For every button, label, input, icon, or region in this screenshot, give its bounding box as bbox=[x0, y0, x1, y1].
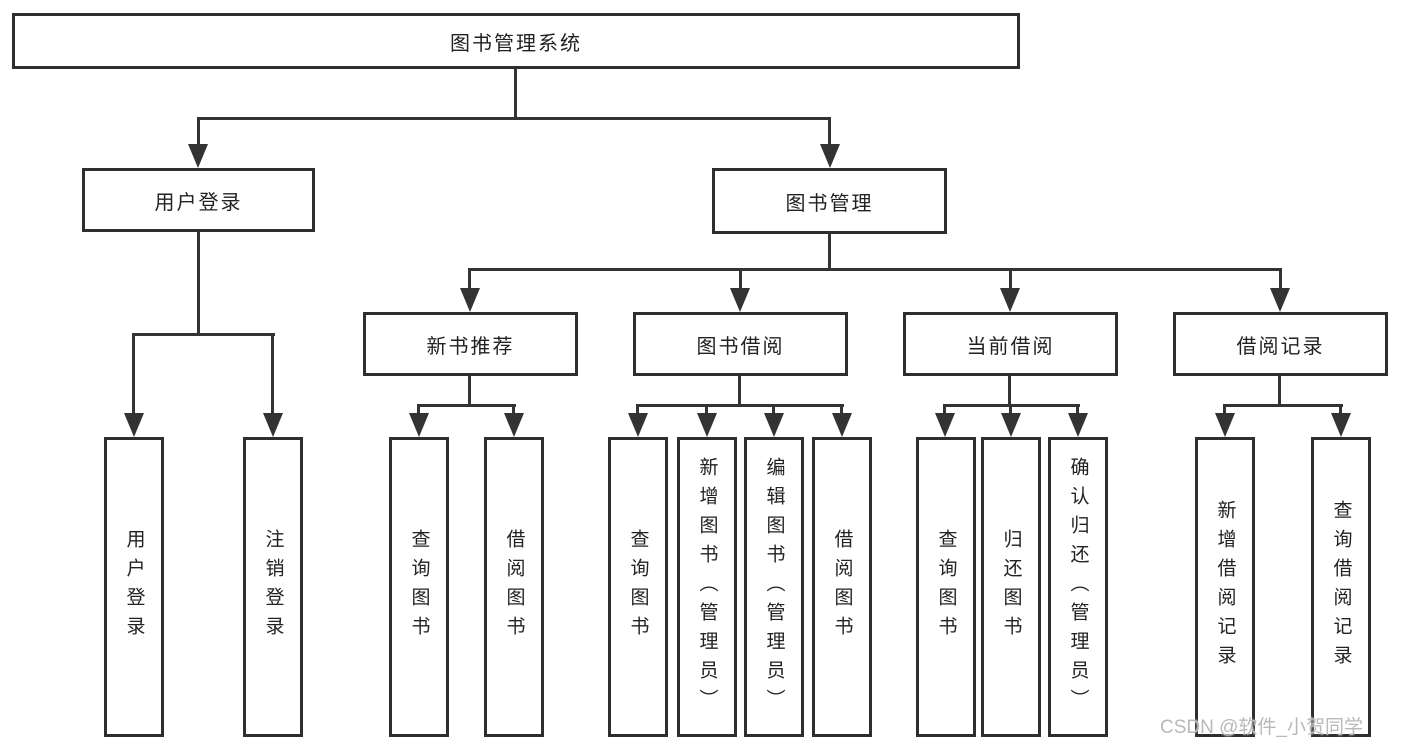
leaf-borrow-books-newbook: 借阅图书 bbox=[484, 437, 544, 737]
arrow-down-icon bbox=[124, 413, 144, 437]
arrow-down-icon bbox=[1001, 413, 1021, 437]
connector-line bbox=[828, 117, 831, 155]
node-label: 注销登录 bbox=[262, 529, 284, 645]
connector-line bbox=[197, 117, 831, 120]
node-label: 图书借阅 bbox=[696, 335, 785, 358]
connector-line bbox=[1008, 376, 1011, 406]
connector-line bbox=[705, 404, 708, 416]
connector-line bbox=[1009, 404, 1012, 416]
connector-line bbox=[468, 268, 1282, 271]
connector-line bbox=[1278, 376, 1281, 406]
node-label: 新增借阅记录 bbox=[1214, 500, 1236, 674]
arrow-down-icon bbox=[188, 144, 208, 168]
node-label: 查询图书 bbox=[627, 529, 649, 645]
node-user-login: 用户登录 bbox=[82, 168, 315, 232]
node-label: 用户登录 bbox=[154, 191, 243, 214]
connector-line bbox=[271, 333, 274, 415]
leaf-edit-book-admin: 编辑图书（管理员） bbox=[744, 437, 804, 737]
connector-line bbox=[772, 404, 775, 416]
leaf-confirm-return-admin: 确认归还（管理员） bbox=[1048, 437, 1108, 737]
node-label: 查询图书 bbox=[408, 529, 430, 645]
node-library-system: 图书管理系统 bbox=[12, 13, 1020, 69]
connector-line bbox=[636, 404, 844, 407]
connector-line bbox=[739, 268, 742, 292]
connector-line bbox=[1223, 404, 1226, 416]
node-book-management: 图书管理 bbox=[712, 168, 947, 234]
connector-line bbox=[197, 117, 200, 155]
arrow-down-icon bbox=[1000, 288, 1020, 312]
leaf-query-books-newbook: 查询图书 bbox=[389, 437, 449, 737]
node-label: 借阅图书 bbox=[831, 529, 853, 645]
leaf-return-book: 归还图书 bbox=[981, 437, 1041, 737]
node-label: 归还图书 bbox=[1000, 529, 1022, 645]
leaf-borrow-books-borrow: 借阅图书 bbox=[812, 437, 872, 737]
node-borrow-records: 借阅记录 bbox=[1173, 312, 1388, 376]
connector-line bbox=[514, 69, 517, 119]
arrow-down-icon bbox=[1270, 288, 1290, 312]
arrow-down-icon bbox=[1331, 413, 1351, 437]
node-label: 查询图书 bbox=[935, 529, 957, 645]
arrow-down-icon bbox=[820, 144, 840, 168]
arrow-down-icon bbox=[935, 413, 955, 437]
node-label: 图书管理系统 bbox=[450, 32, 582, 55]
connector-line bbox=[468, 268, 471, 292]
connector-line bbox=[1223, 404, 1343, 407]
node-label: 新书推荐 bbox=[426, 335, 515, 358]
connector-line bbox=[417, 404, 516, 407]
arrow-down-icon bbox=[504, 413, 524, 437]
connector-line bbox=[468, 376, 471, 406]
leaf-query-books-borrow: 查询图书 bbox=[608, 437, 668, 737]
connector-line bbox=[828, 234, 831, 270]
arrow-down-icon bbox=[764, 413, 784, 437]
arrow-down-icon bbox=[1215, 413, 1235, 437]
node-label: 当前借阅 bbox=[966, 335, 1055, 358]
node-label: 借阅图书 bbox=[503, 529, 525, 645]
leaf-query-borrow-record: 查询借阅记录 bbox=[1311, 437, 1371, 737]
connector-line bbox=[197, 232, 200, 336]
leaf-add-book-admin: 新增图书（管理员） bbox=[677, 437, 737, 737]
connector-line bbox=[636, 404, 639, 416]
node-new-book-recommend: 新书推荐 bbox=[363, 312, 578, 376]
node-label: 借阅记录 bbox=[1236, 335, 1325, 358]
connector-line bbox=[132, 333, 275, 336]
node-label: 查询借阅记录 bbox=[1330, 500, 1352, 674]
leaf-user-login: 用户登录 bbox=[104, 437, 164, 737]
connector-line bbox=[1339, 404, 1342, 416]
arrow-down-icon bbox=[628, 413, 648, 437]
connector-line bbox=[417, 404, 420, 416]
arrow-down-icon bbox=[263, 413, 283, 437]
node-current-borrow: 当前借阅 bbox=[903, 312, 1118, 376]
node-label: 新增图书（管理员） bbox=[696, 456, 718, 718]
connector-line bbox=[1009, 268, 1012, 292]
node-label: 图书管理 bbox=[785, 192, 874, 215]
node-book-borrow: 图书借阅 bbox=[633, 312, 848, 376]
node-label: 确认归还（管理员） bbox=[1067, 456, 1089, 718]
connector-line bbox=[1076, 404, 1079, 416]
arrow-down-icon bbox=[460, 288, 480, 312]
leaf-add-borrow-record: 新增借阅记录 bbox=[1195, 437, 1255, 737]
node-label: 用户登录 bbox=[123, 529, 145, 645]
arrow-down-icon bbox=[730, 288, 750, 312]
arrow-down-icon bbox=[697, 413, 717, 437]
leaf-query-books-current: 查询图书 bbox=[916, 437, 976, 737]
node-label: 编辑图书（管理员） bbox=[763, 456, 785, 718]
watermark-text: CSDN @软件_小贺同学 bbox=[1160, 717, 1363, 738]
arrow-down-icon bbox=[832, 413, 852, 437]
connector-line bbox=[840, 404, 843, 416]
connector-line bbox=[738, 376, 741, 406]
connector-line bbox=[132, 333, 135, 415]
leaf-logout: 注销登录 bbox=[243, 437, 303, 737]
connector-line bbox=[943, 404, 946, 416]
connector-line bbox=[1279, 268, 1282, 292]
arrow-down-icon bbox=[409, 413, 429, 437]
arrow-down-icon bbox=[1068, 413, 1088, 437]
connector-line bbox=[512, 404, 515, 416]
